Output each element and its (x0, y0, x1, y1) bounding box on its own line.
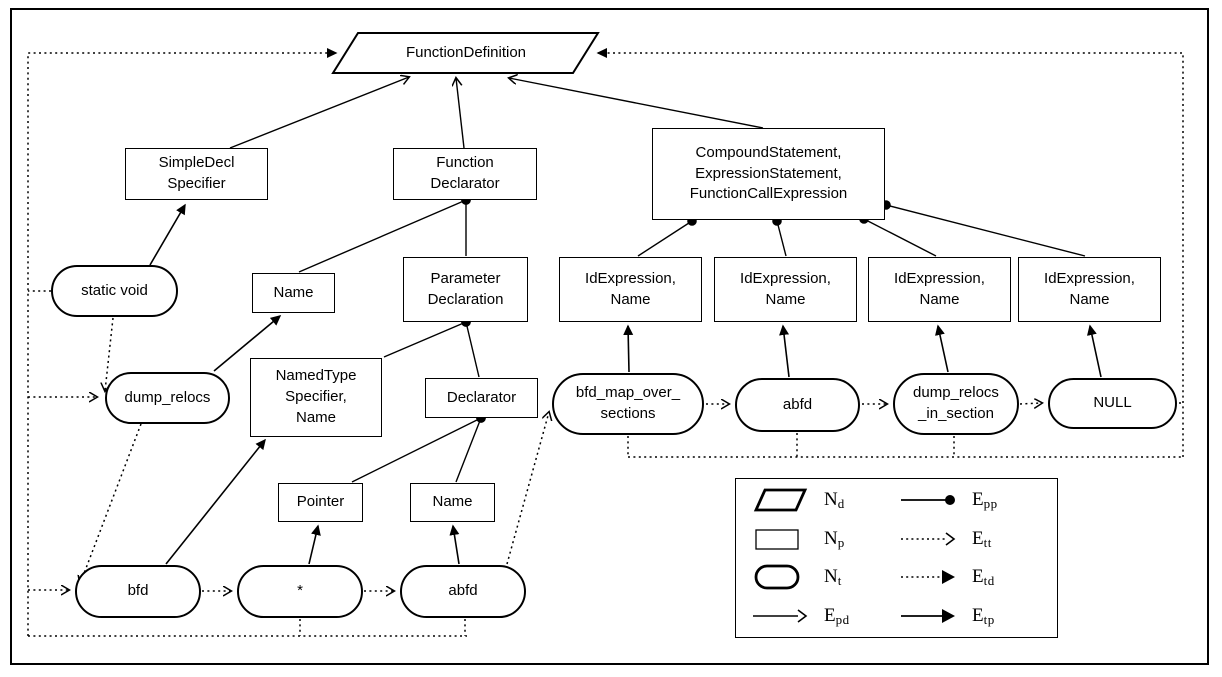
node-id-expression-1: IdExpression, Name (559, 257, 702, 322)
rectangle-icon (750, 525, 812, 553)
solid-arrow-open-icon (750, 602, 812, 630)
node-name-function: Name (252, 273, 335, 313)
function-definition-parallelogram (331, 32, 600, 74)
node-star: * (237, 565, 363, 618)
node-function-declarator: Function Declarator (393, 148, 537, 200)
legend-item-nt: Nt (750, 562, 898, 592)
node-compound-statement: CompoundStatement, ExpressionStatement, … (652, 128, 885, 220)
node-simple-decl-specifier: SimpleDecl Specifier (125, 148, 268, 200)
legend-label: Epd (824, 604, 850, 627)
legend-item-np: Np (750, 525, 898, 553)
node-bfd-map-over-sections: bfd_map_over_ sections (552, 373, 704, 435)
node-id-expression-3: IdExpression, Name (868, 257, 1011, 322)
etd-edges (27, 48, 1184, 637)
node-id-expression-4: IdExpression, Name (1018, 257, 1161, 322)
legend-item-nd: Nd (750, 486, 898, 514)
node-declarator: Declarator (425, 378, 538, 418)
epp-edges (298, 195, 1086, 483)
node-null: NULL (1048, 378, 1177, 429)
node-named-type-specifier: NamedType Specifier, Name (250, 358, 382, 437)
node-dump-relocs-in-section: dump_relocs _in_section (893, 373, 1019, 435)
node-function-definition: FunctionDefinition (405, 44, 527, 62)
node-dump-relocs: dump_relocs (105, 372, 230, 424)
ett-edges (80, 317, 1042, 591)
legend-label: Np (824, 527, 845, 550)
stadium-icon (750, 562, 812, 592)
legend-item-ett: Ett (898, 525, 1057, 553)
legend-label: Nt (824, 566, 842, 589)
legend-label: Epp (972, 489, 998, 512)
legend-label: Etd (972, 566, 995, 589)
node-static-void: static void (51, 265, 178, 317)
legend-label: Etp (972, 604, 995, 627)
legend-item-etd: Etd (898, 563, 1057, 591)
line-with-dot-icon (898, 486, 960, 514)
legend-item-etp: Etp (898, 602, 1057, 630)
node-parameter-declaration: Parameter Declaration (403, 257, 528, 322)
node-bfd: bfd (75, 565, 201, 618)
legend-label: Nd (824, 489, 845, 512)
node-pointer: Pointer (278, 483, 363, 522)
solid-arrow-filled-icon (898, 602, 960, 630)
legend-item-epp: Epp (898, 486, 1057, 514)
legend: Nd Epp Np Ett Nt (735, 478, 1058, 638)
figure-border (10, 8, 1209, 665)
node-name-param: Name (410, 483, 495, 522)
legend-label: Ett (972, 527, 992, 550)
legend-item-epd: Epd (750, 602, 898, 630)
epd-edges (229, 77, 764, 149)
node-id-expression-2: IdExpression, Name (714, 257, 857, 322)
etp-edges (149, 203, 1102, 565)
dotted-arrow-open-icon (898, 525, 960, 553)
dotted-arrow-filled-icon (898, 563, 960, 591)
node-abfd-param: abfd (400, 565, 526, 618)
node-abfd-arg: abfd (735, 378, 860, 432)
parallelogram-icon (750, 486, 812, 514)
